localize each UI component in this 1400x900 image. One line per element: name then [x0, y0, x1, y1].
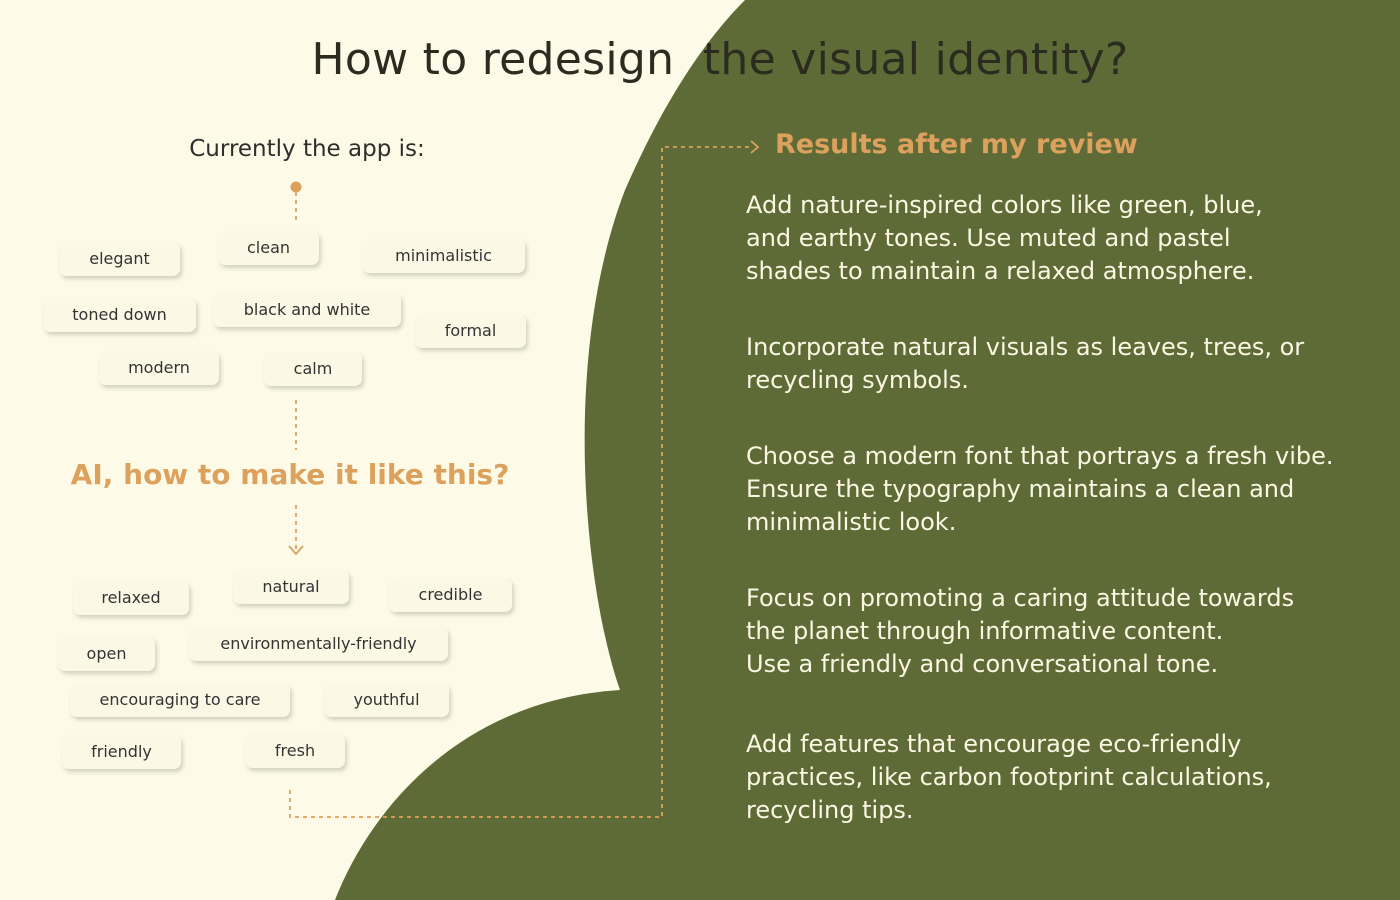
result-line: recycling tips. [746, 796, 914, 824]
tag-black-and-white: black and white [213, 293, 401, 327]
tag-elegant: elegant [59, 242, 180, 276]
tag-relaxed: relaxed [73, 581, 189, 615]
tag-toned-down: toned down [43, 298, 196, 332]
question-label: AI, how to make it like this? [70, 458, 510, 491]
result-line: practices, like carbon footprint calcula… [746, 763, 1272, 791]
results-label: Results after my review [775, 129, 1138, 160]
result-paragraph-colors: Add nature-inspired colors like green, b… [746, 189, 1366, 288]
result-paragraph-features: Add features that encourage eco-friendly… [746, 728, 1366, 827]
result-line: shades to maintain a relaxed atmosphere. [746, 257, 1255, 285]
result-line: minimalistic look. [746, 508, 957, 536]
tag-minimalistic: minimalistic [362, 239, 525, 273]
result-line: and earthy tones. Use muted and pastel [746, 224, 1231, 252]
arrow-right-icon [750, 140, 760, 154]
result-line: Incorporate natural visuals as leaves, t… [746, 333, 1305, 361]
result-line: the planet through informative content. [746, 617, 1224, 645]
page-title: How to redesign the visual identity? [311, 34, 1129, 85]
tag-open: open [58, 637, 155, 671]
result-line: Focus on promoting a caring attitude tow… [746, 584, 1295, 612]
tag-encouraging-to-care: encouraging to care [70, 683, 290, 717]
tag-friendly: friendly [62, 735, 181, 769]
result-paragraph-visuals: Incorporate natural visuals as leaves, t… [746, 331, 1366, 397]
tag-environmentally-friendly: environmentally-friendly [189, 627, 448, 661]
green-blob [335, 0, 1400, 900]
tag-calm: calm [264, 352, 362, 386]
result-line: Add nature-inspired colors like green, b… [746, 191, 1263, 219]
arrow-down-icon [288, 545, 304, 556]
result-line: recycling symbols. [746, 366, 969, 394]
connector-start-dot [290, 181, 302, 193]
tag-clean: clean [218, 231, 319, 265]
tag-natural: natural [233, 570, 349, 604]
tag-modern: modern [99, 351, 219, 385]
result-paragraph-content: Focus on promoting a caring attitude tow… [746, 582, 1366, 681]
tag-credible: credible [389, 578, 512, 612]
result-line: Choose a modern font that portrays a fre… [746, 442, 1334, 470]
connector-to-results [289, 146, 750, 818]
result-line: Add features that encourage eco-friendly [746, 730, 1242, 758]
tag-youthful: youthful [324, 683, 449, 717]
result-line: Use a friendly and conversational tone. [746, 650, 1219, 678]
result-line: Ensure the typography maintains a clean … [746, 475, 1295, 503]
tag-fresh: fresh [245, 734, 345, 768]
current-label: Currently the app is: [189, 136, 425, 162]
tag-formal: formal [415, 314, 526, 348]
result-paragraph-typography: Choose a modern font that portrays a fre… [746, 440, 1366, 539]
